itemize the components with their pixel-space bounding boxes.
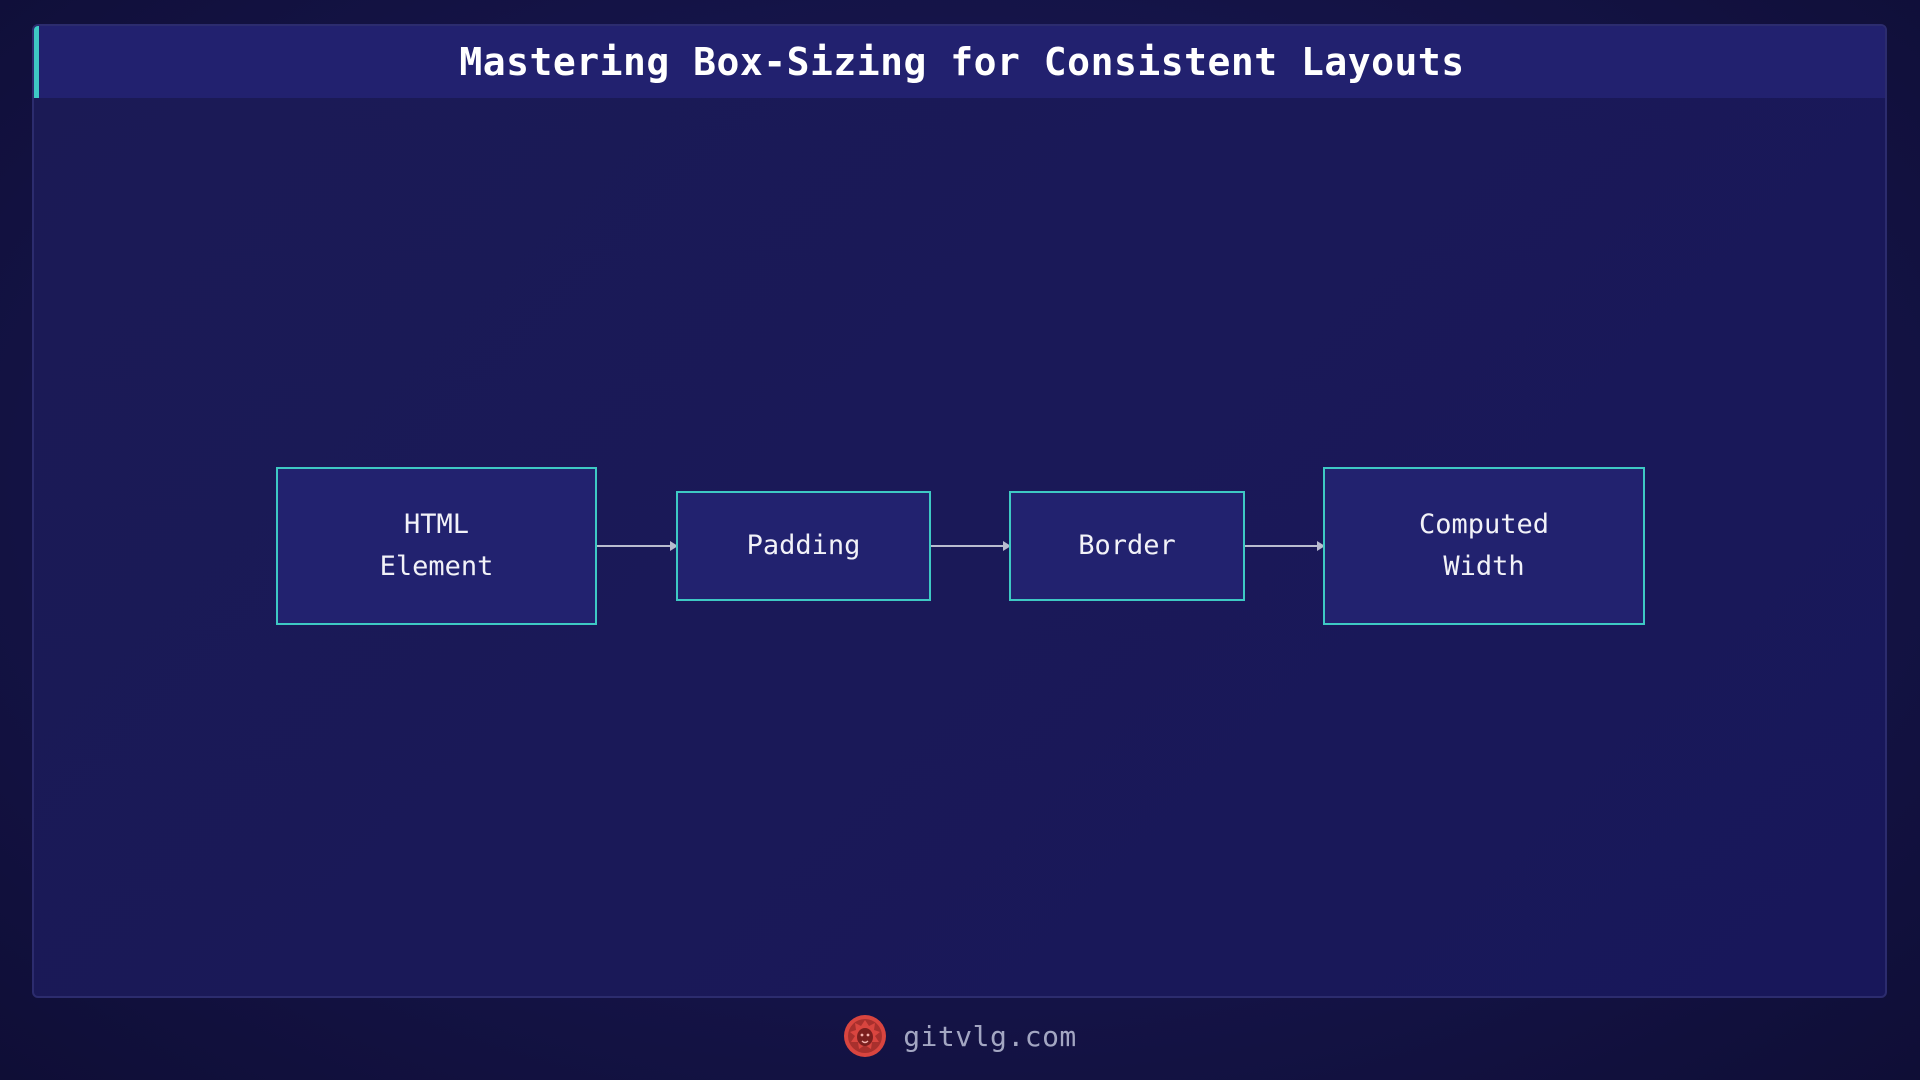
node-border-label: Border	[1078, 530, 1176, 561]
node-padding-label: Padding	[746, 530, 861, 561]
footer: gitvlg.com	[0, 1010, 1920, 1062]
arrow-border-to-computed-width	[1245, 541, 1325, 551]
arrow-html-element-to-padding	[597, 541, 678, 551]
node-html-element: HTML Element	[276, 467, 597, 625]
node-padding: Padding	[676, 491, 931, 601]
node-computed-width: Computed Width	[1323, 467, 1645, 625]
node-computed-width-line-1: Computed	[1418, 509, 1550, 540]
node-border: Border	[1009, 491, 1245, 601]
node-computed-width-line-2: Width	[1443, 551, 1525, 582]
arrow-padding-to-border	[931, 541, 1011, 551]
page-title: Mastering Box-Sizing for Consistent Layo…	[459, 40, 1465, 84]
lion-head-icon	[844, 1015, 887, 1057]
node-html-element-line-2: Element	[379, 551, 494, 582]
node-html-element-line-1: HTML	[403, 509, 469, 540]
title-bar: Mastering Box-Sizing for Consistent Layo…	[34, 26, 1885, 98]
footer-site-text: gitvlg.com	[903, 1019, 1077, 1053]
